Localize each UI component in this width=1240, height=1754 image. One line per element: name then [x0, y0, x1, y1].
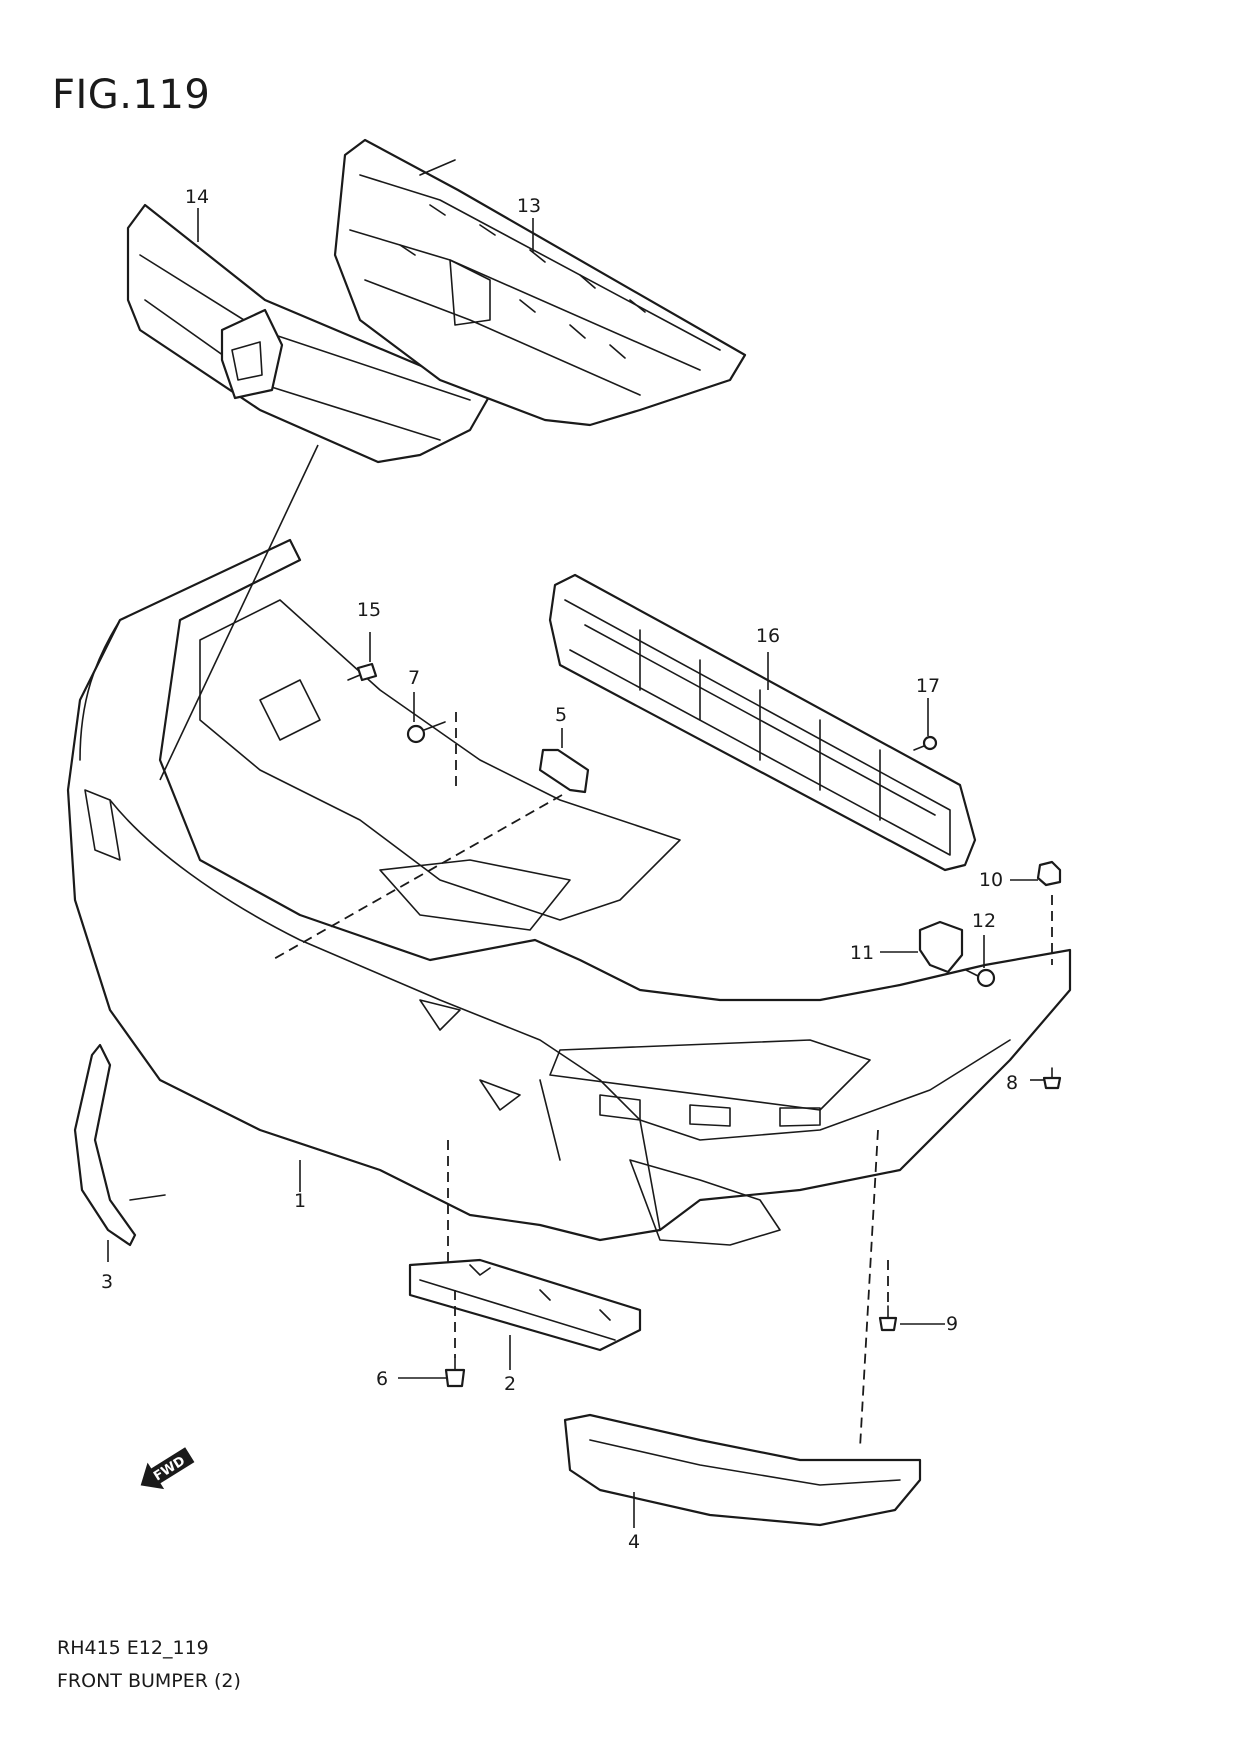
callout-3: 3: [101, 1271, 113, 1293]
fastener-7: [406, 721, 446, 744]
callout-14: 14: [185, 186, 209, 208]
diagram-name: FRONT BUMPER (2): [57, 1670, 241, 1692]
diagram-code: RH415 E12_119: [57, 1637, 209, 1659]
callout-16: 16: [756, 625, 780, 647]
part-3-side-trim: [73, 1043, 166, 1247]
callout-2: 2: [504, 1373, 516, 1395]
assembly-dash-lines: [271, 712, 1053, 1449]
callout-7: 7: [408, 667, 420, 689]
fastener-6: [444, 1357, 466, 1388]
callout-1: 1: [294, 1190, 306, 1212]
callout-9: 9: [946, 1313, 958, 1335]
callout-12: 12: [972, 910, 996, 932]
callouts: 1 2 3 4 5 6 7 8 9 10 11 12 13 14 15 16 1…: [101, 186, 1018, 1553]
callout-13: 13: [517, 195, 541, 217]
part-2-lower-bracket: [408, 1258, 642, 1352]
callout-4: 4: [628, 1531, 640, 1553]
callout-5: 5: [555, 704, 567, 726]
part-14-upper-grille: [126, 203, 492, 464]
part-1-bumper-cover: [66, 538, 1072, 1246]
callout-8: 8: [1006, 1072, 1018, 1094]
callout-15: 15: [357, 599, 381, 621]
fastener-9: [878, 1305, 898, 1332]
callout-6: 6: [376, 1368, 388, 1390]
part-16-lower-grille: [548, 573, 977, 872]
callout-11: 11: [850, 942, 874, 964]
leader-lines: [107, 208, 1044, 1528]
fastener-8: [1042, 1067, 1062, 1090]
part-13-grille-frame: [333, 138, 747, 427]
part-10-nut: [1036, 860, 1062, 887]
fastener-17: [913, 735, 938, 751]
figure-title: FIG.119: [52, 72, 211, 118]
part-11-clip: [918, 920, 964, 974]
part-5-bracket: [538, 748, 590, 794]
fastener-12: [965, 968, 996, 988]
callout-17: 17: [916, 675, 940, 697]
callout-10: 10: [979, 869, 1003, 891]
fwd-arrow-icon: FWD: [140, 1447, 195, 1490]
fastener-15: [347, 662, 378, 682]
part-4-lower-lip: [563, 1413, 922, 1527]
